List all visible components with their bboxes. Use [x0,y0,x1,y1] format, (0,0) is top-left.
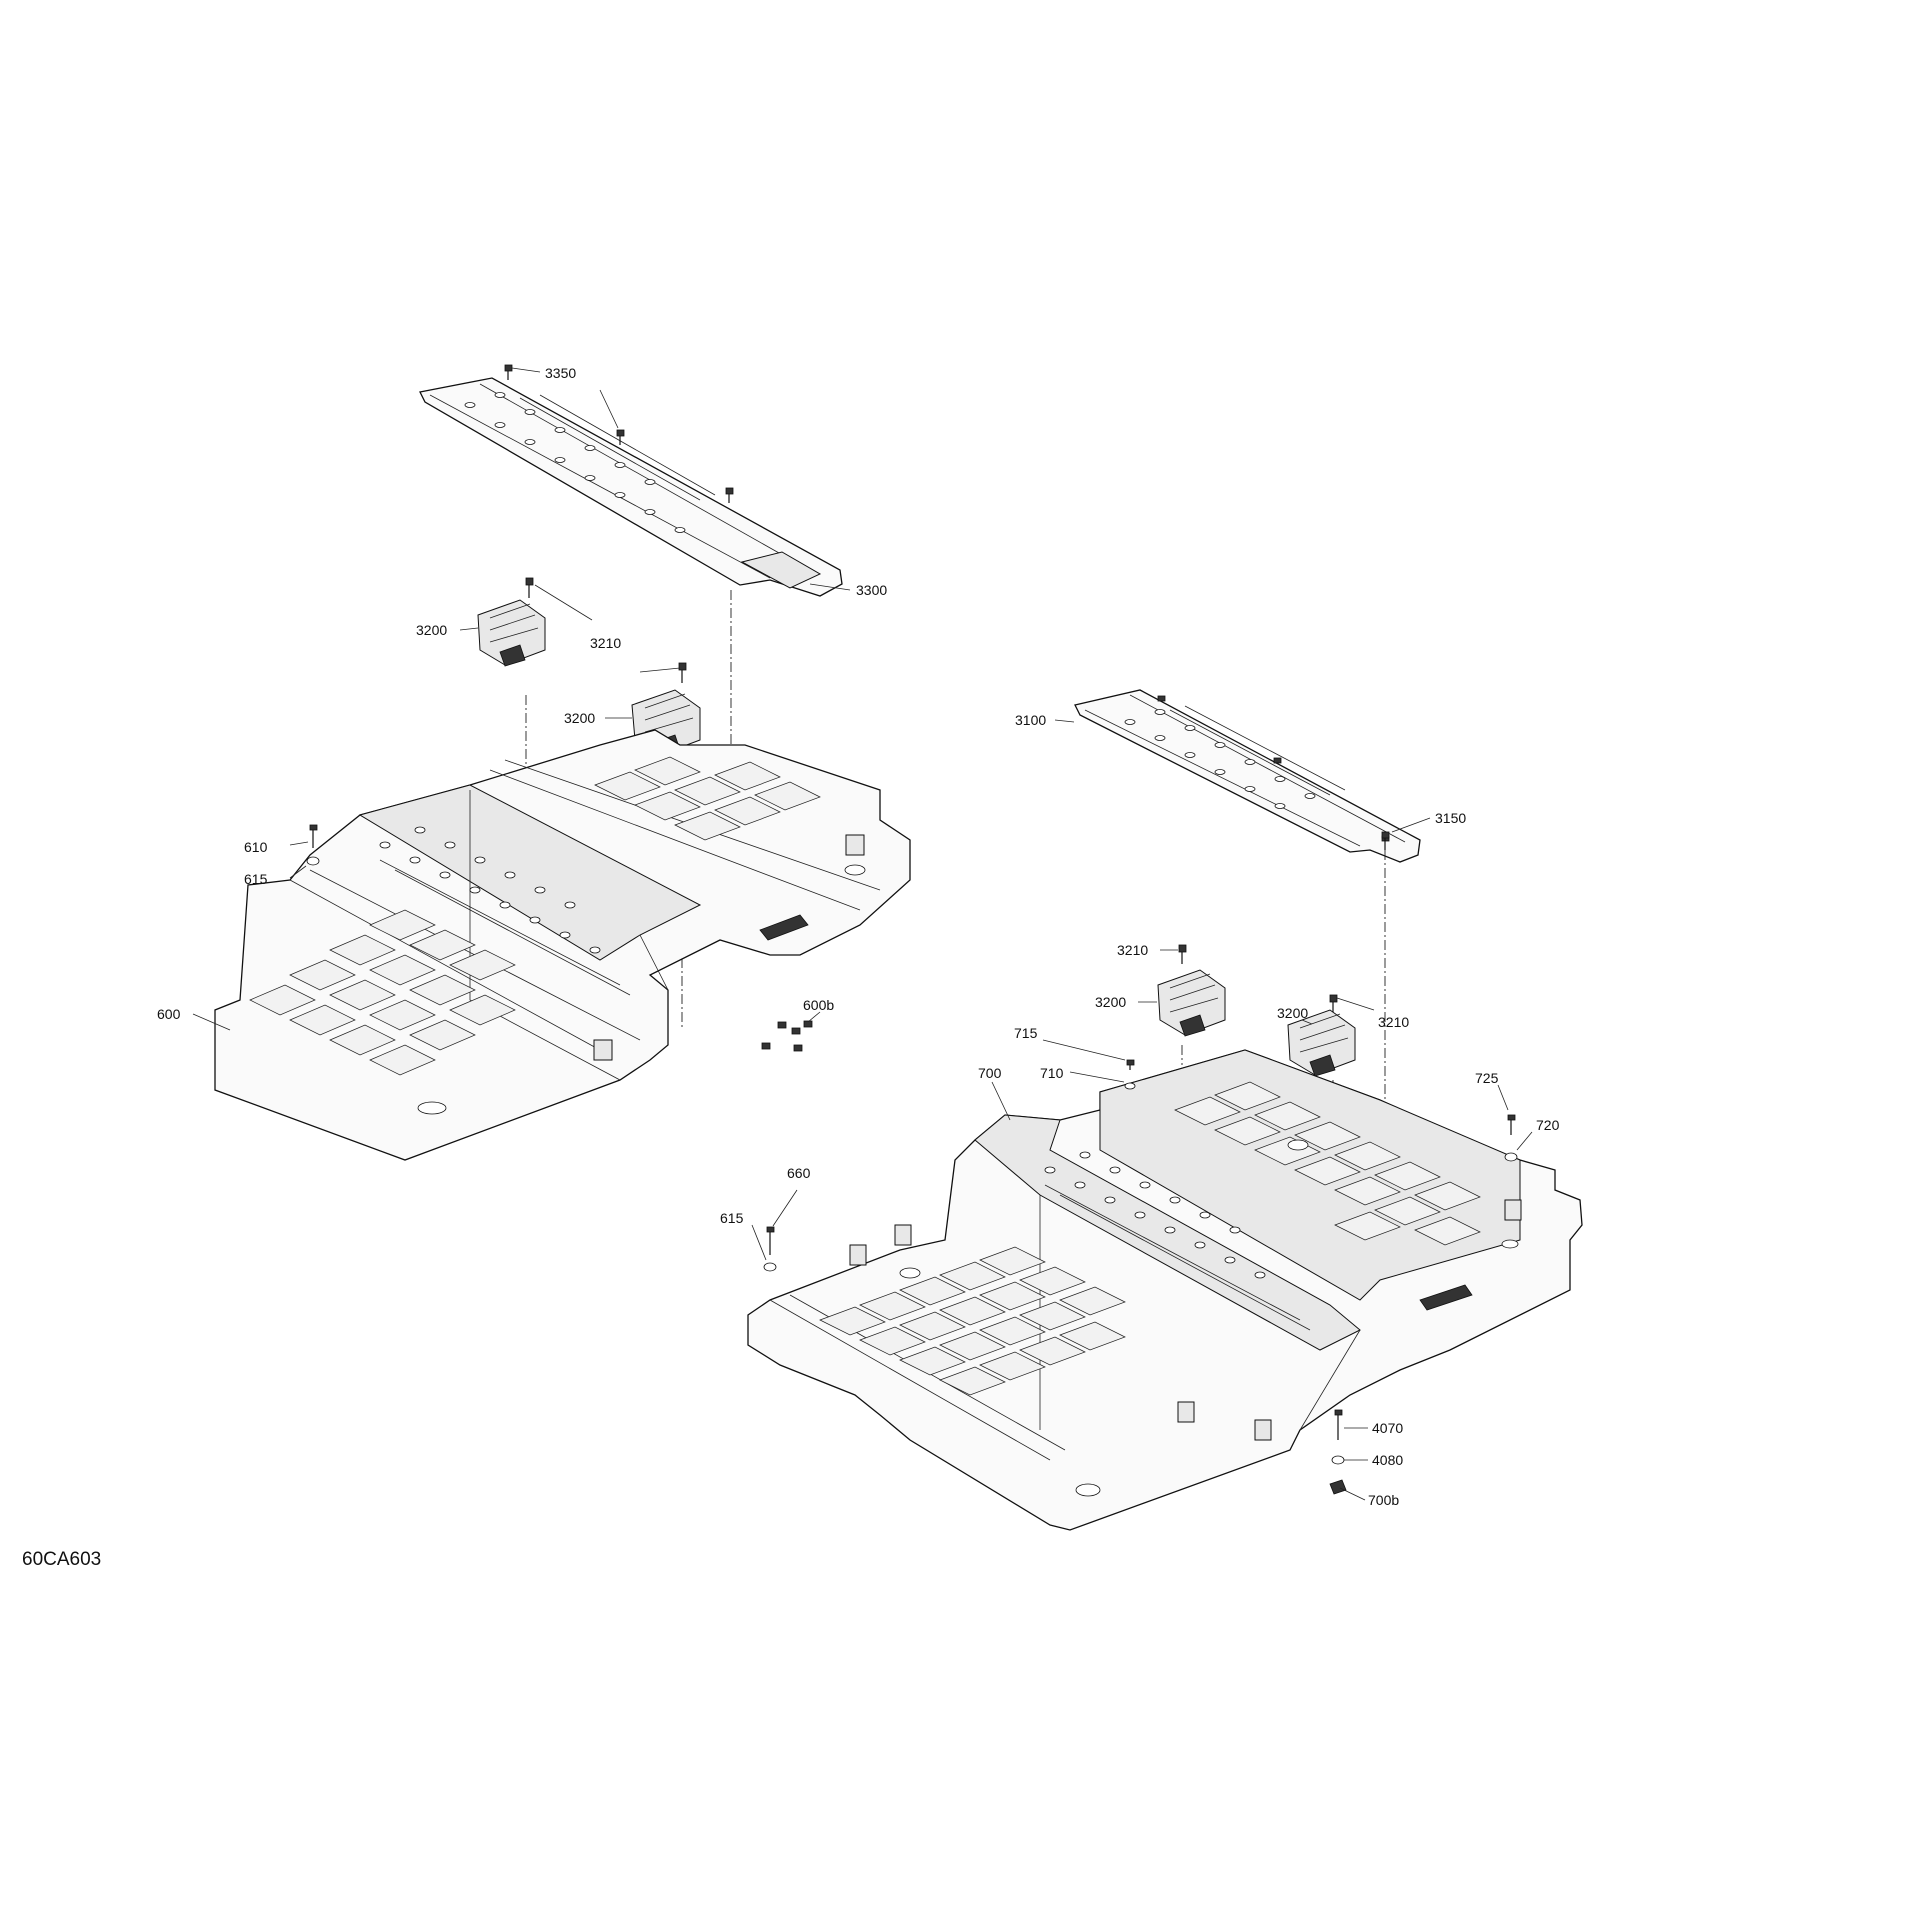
callout-600b: 600b [803,997,834,1013]
washer-4080 [1331,1455,1345,1465]
clip-3200-right-a [1157,944,1226,1037]
callout-600: 600 [157,1006,181,1022]
callout-610: 610 [244,839,268,855]
trim-rail-3300 [419,377,843,597]
trim-rail-3100 [1074,689,1421,863]
screw-660 [766,1226,775,1255]
callout-3210: 3210 [1378,1014,1409,1030]
floor-pan-600 [214,729,911,1161]
clip-3200-upper [477,577,546,667]
screw-4070 [1334,1409,1343,1440]
nut-600b [761,1020,813,1052]
washer-720 [1504,1152,1518,1162]
clip-3200-right-b [1287,994,1356,1077]
callout-3150: 3150 [1435,810,1466,826]
callout-3200: 3200 [564,710,595,726]
callout-3210: 3210 [590,635,621,651]
callout-720: 720 [1536,1117,1560,1133]
screw-610 [309,824,318,848]
floor-pan-700 [747,1049,1583,1531]
callout-4070: 4070 [1372,1420,1403,1436]
callout-3300: 3300 [856,582,887,598]
screw-725 [1507,1114,1516,1135]
callout-3350: 3350 [545,365,576,381]
screw-715 [1126,1059,1135,1070]
washer-710 [1124,1082,1136,1090]
screw-3350 [504,364,734,503]
callout-3100: 3100 [1015,712,1046,728]
callout-3200: 3200 [416,622,447,638]
callout-3200: 3200 [1095,994,1126,1010]
washer-615 [306,856,320,866]
callout-615: 615 [720,1210,744,1226]
callout-700: 700 [978,1065,1002,1081]
callout-615: 615 [244,871,268,887]
callout-4080: 4080 [1372,1452,1403,1468]
screw-3150 [1381,831,1390,850]
washer-615-right [763,1262,777,1272]
callout-3200: 3200 [1277,1005,1308,1021]
nut-700b [1329,1479,1347,1495]
callout-660: 660 [787,1165,811,1181]
leader-lines [192,367,1533,1501]
callout-3210: 3210 [1117,942,1148,958]
callout-715: 715 [1014,1025,1038,1041]
callout-725: 725 [1475,1070,1499,1086]
callout-710: 710 [1040,1065,1064,1081]
figure-reference: 60CA603 [22,1549,102,1570]
callout-700b: 700b [1368,1492,1399,1508]
